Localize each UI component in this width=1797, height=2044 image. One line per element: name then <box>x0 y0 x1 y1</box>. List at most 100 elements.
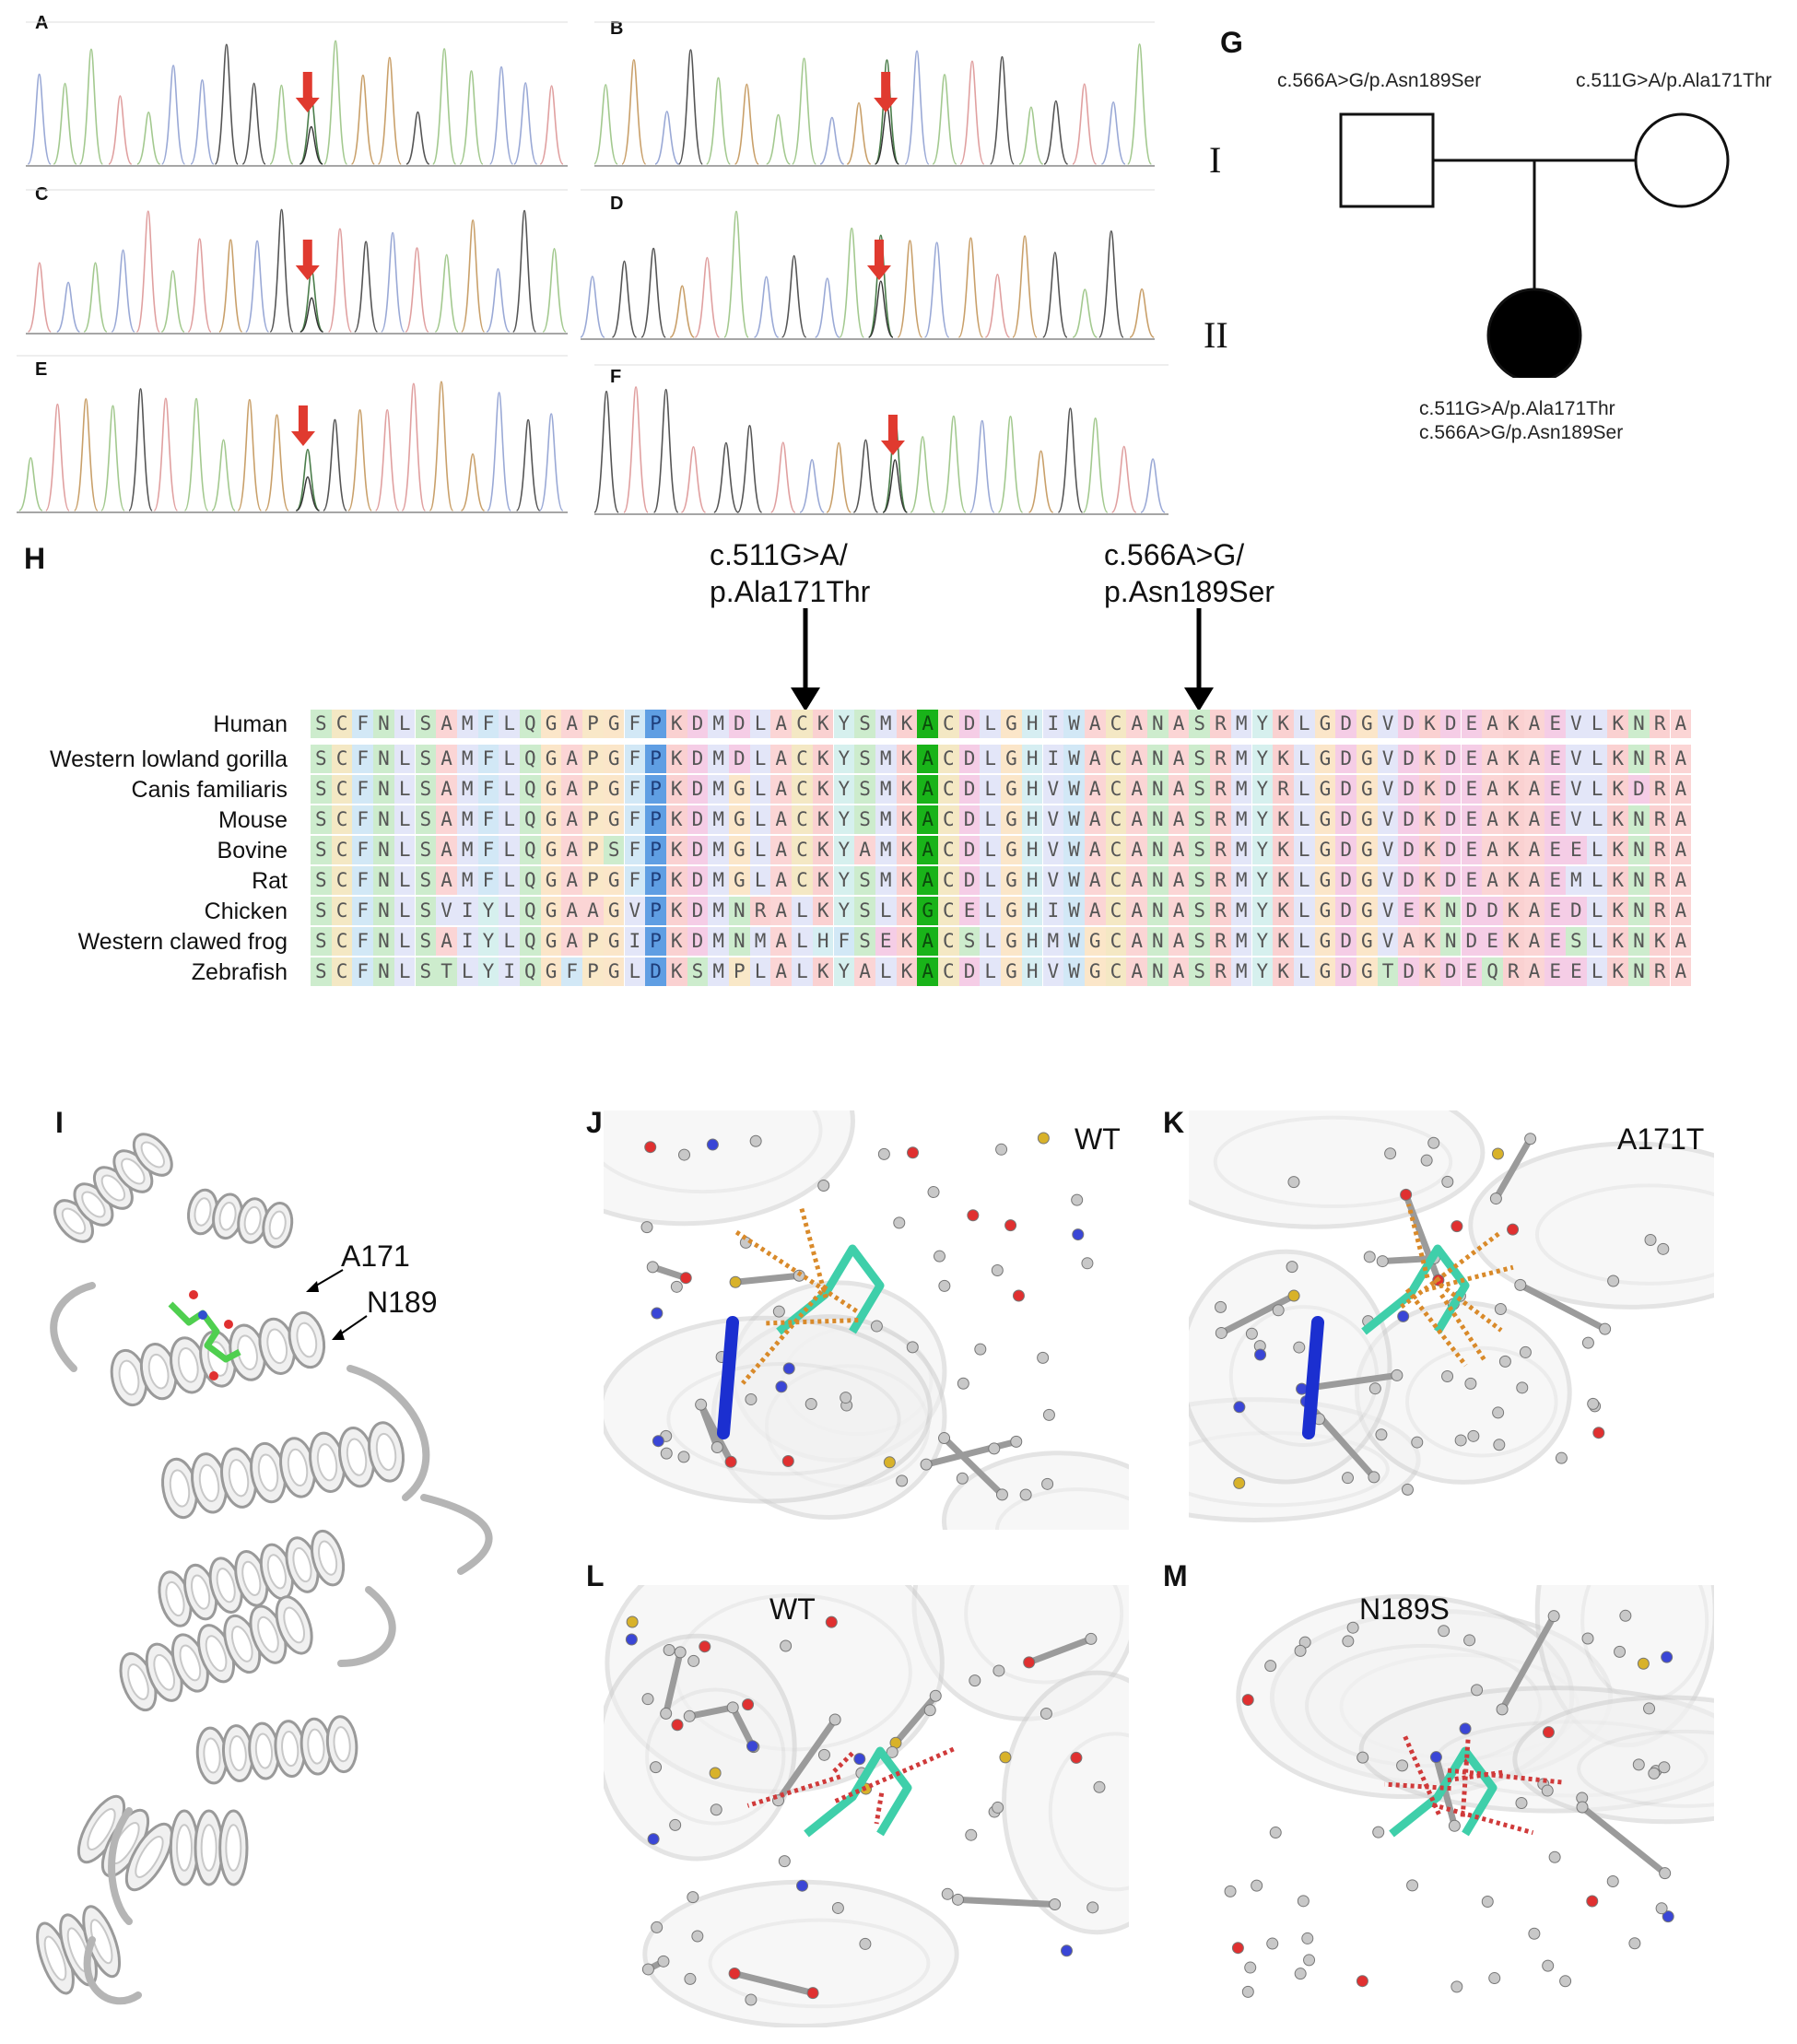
helix-ribbon <box>169 1809 249 1886</box>
residue-cell: V <box>1377 805 1399 834</box>
trace-peak <box>539 85 564 165</box>
residue-cell: R <box>1210 836 1231 864</box>
residue-cell: A <box>436 927 457 956</box>
residue-cell: Y <box>477 927 499 956</box>
residue-cell: D <box>958 775 981 804</box>
residue-cell: E <box>1398 897 1420 925</box>
residue-cell: A <box>1126 805 1147 834</box>
trace-peak <box>669 285 695 338</box>
trace-peak <box>300 269 324 333</box>
residue-cell: K <box>1607 957 1629 986</box>
residue-cell: A <box>1523 836 1545 864</box>
interaction-dashes <box>732 1204 859 1385</box>
mutated-residue <box>776 1244 885 1335</box>
panel-label-i: I <box>55 1106 64 1139</box>
residue-cell: G <box>540 775 562 804</box>
residue-cell: K <box>1273 710 1294 738</box>
residue-cell: K <box>1502 836 1524 864</box>
loop-ribbon <box>337 1586 396 1667</box>
residue-cell: F <box>352 775 374 804</box>
trace-peak <box>347 409 372 511</box>
residue-cell: K <box>896 745 918 773</box>
residue-cell: F <box>352 710 374 738</box>
residue-cell: L <box>1293 710 1315 738</box>
trace-peak <box>264 414 289 511</box>
trace-peak <box>401 382 427 511</box>
residue-cell: F <box>352 957 374 986</box>
trace-peak <box>515 418 541 511</box>
trace-peak <box>511 209 537 333</box>
residue-cell: D <box>1628 775 1650 804</box>
residue-cell: I <box>1042 897 1064 925</box>
residue-cell: I <box>1042 710 1064 738</box>
residue-cell: M <box>1230 710 1252 738</box>
residue-cell: M <box>1230 927 1252 956</box>
residue-cell: Y <box>1251 897 1274 925</box>
residue-cell: L <box>499 710 520 738</box>
trace-peak-secondary <box>882 459 909 513</box>
chromatogram-e <box>17 355 568 513</box>
residue-cell: G <box>540 710 562 738</box>
helix-ribbon <box>76 1794 174 1892</box>
residue-cell: N <box>1147 836 1169 864</box>
trace-peak <box>594 84 618 165</box>
residue-cell: V <box>1377 710 1399 738</box>
residue-cell: K <box>1419 775 1440 804</box>
residue-cell: A <box>561 927 583 956</box>
residue-cell: V <box>436 897 457 925</box>
father-variant: c.566A>G/p.Asn189Ser <box>1277 70 1482 91</box>
residue-cell: M <box>875 745 897 773</box>
trace-peak <box>839 227 865 338</box>
residue-cell: D <box>687 745 709 773</box>
residue-cell: L <box>1586 957 1608 986</box>
residue-cell: C <box>1105 775 1127 804</box>
residue-cell: D <box>1439 710 1462 738</box>
residue-cell: G <box>1001 710 1022 738</box>
residue-cell: K <box>1419 866 1440 895</box>
residue-cell: G <box>1357 745 1378 773</box>
residue-cell: W <box>1063 805 1085 834</box>
residue-cell: E <box>1544 957 1566 986</box>
residue-cell: M <box>1230 866 1252 895</box>
residue-cell: V <box>1042 775 1064 804</box>
residue-cell: W <box>1063 710 1085 738</box>
residue-cell: L <box>499 836 520 864</box>
structure-j-wt-a171 <box>604 1110 1129 1530</box>
residue-cell: Y <box>1251 710 1274 738</box>
residue-cell: C <box>1105 927 1127 956</box>
variant-arrow-icon <box>295 240 320 280</box>
residue-cell: S <box>415 805 437 834</box>
residue-cell: M <box>708 836 729 864</box>
trace-peak <box>1140 458 1166 513</box>
helix-ribbon <box>110 1310 326 1407</box>
residue-cell: L <box>1293 836 1315 864</box>
residue-cell: W <box>1063 775 1085 804</box>
residue-cell: D <box>687 927 709 956</box>
residue-cell: N <box>1147 897 1169 925</box>
chromatogram-c <box>26 189 568 335</box>
residue-cell: A <box>1126 710 1147 738</box>
residue-cell: L <box>875 957 897 986</box>
residue-cell: D <box>1439 805 1462 834</box>
residue-cell: A <box>1398 927 1420 956</box>
residue-cell: H <box>1021 805 1043 834</box>
trace-peak <box>374 408 400 511</box>
residue-cell: F <box>624 836 646 864</box>
residue-cell: K <box>1419 836 1440 864</box>
trace-peak <box>18 456 43 511</box>
helix-ribbon <box>195 1715 358 1785</box>
residue-cell: A <box>917 957 938 986</box>
trace-peak <box>766 113 791 165</box>
residue-cell: K <box>1607 775 1629 804</box>
trace-peak <box>538 413 564 511</box>
residue-cell: N <box>1147 805 1169 834</box>
residue-cell: L <box>1586 866 1608 895</box>
trace-peak <box>581 276 605 338</box>
residue-cell: L <box>393 775 416 804</box>
residue-cell: A <box>917 927 938 956</box>
residue-cell: C <box>331 927 353 956</box>
residue-cell: D <box>1566 897 1587 925</box>
trace-peak <box>542 248 567 333</box>
